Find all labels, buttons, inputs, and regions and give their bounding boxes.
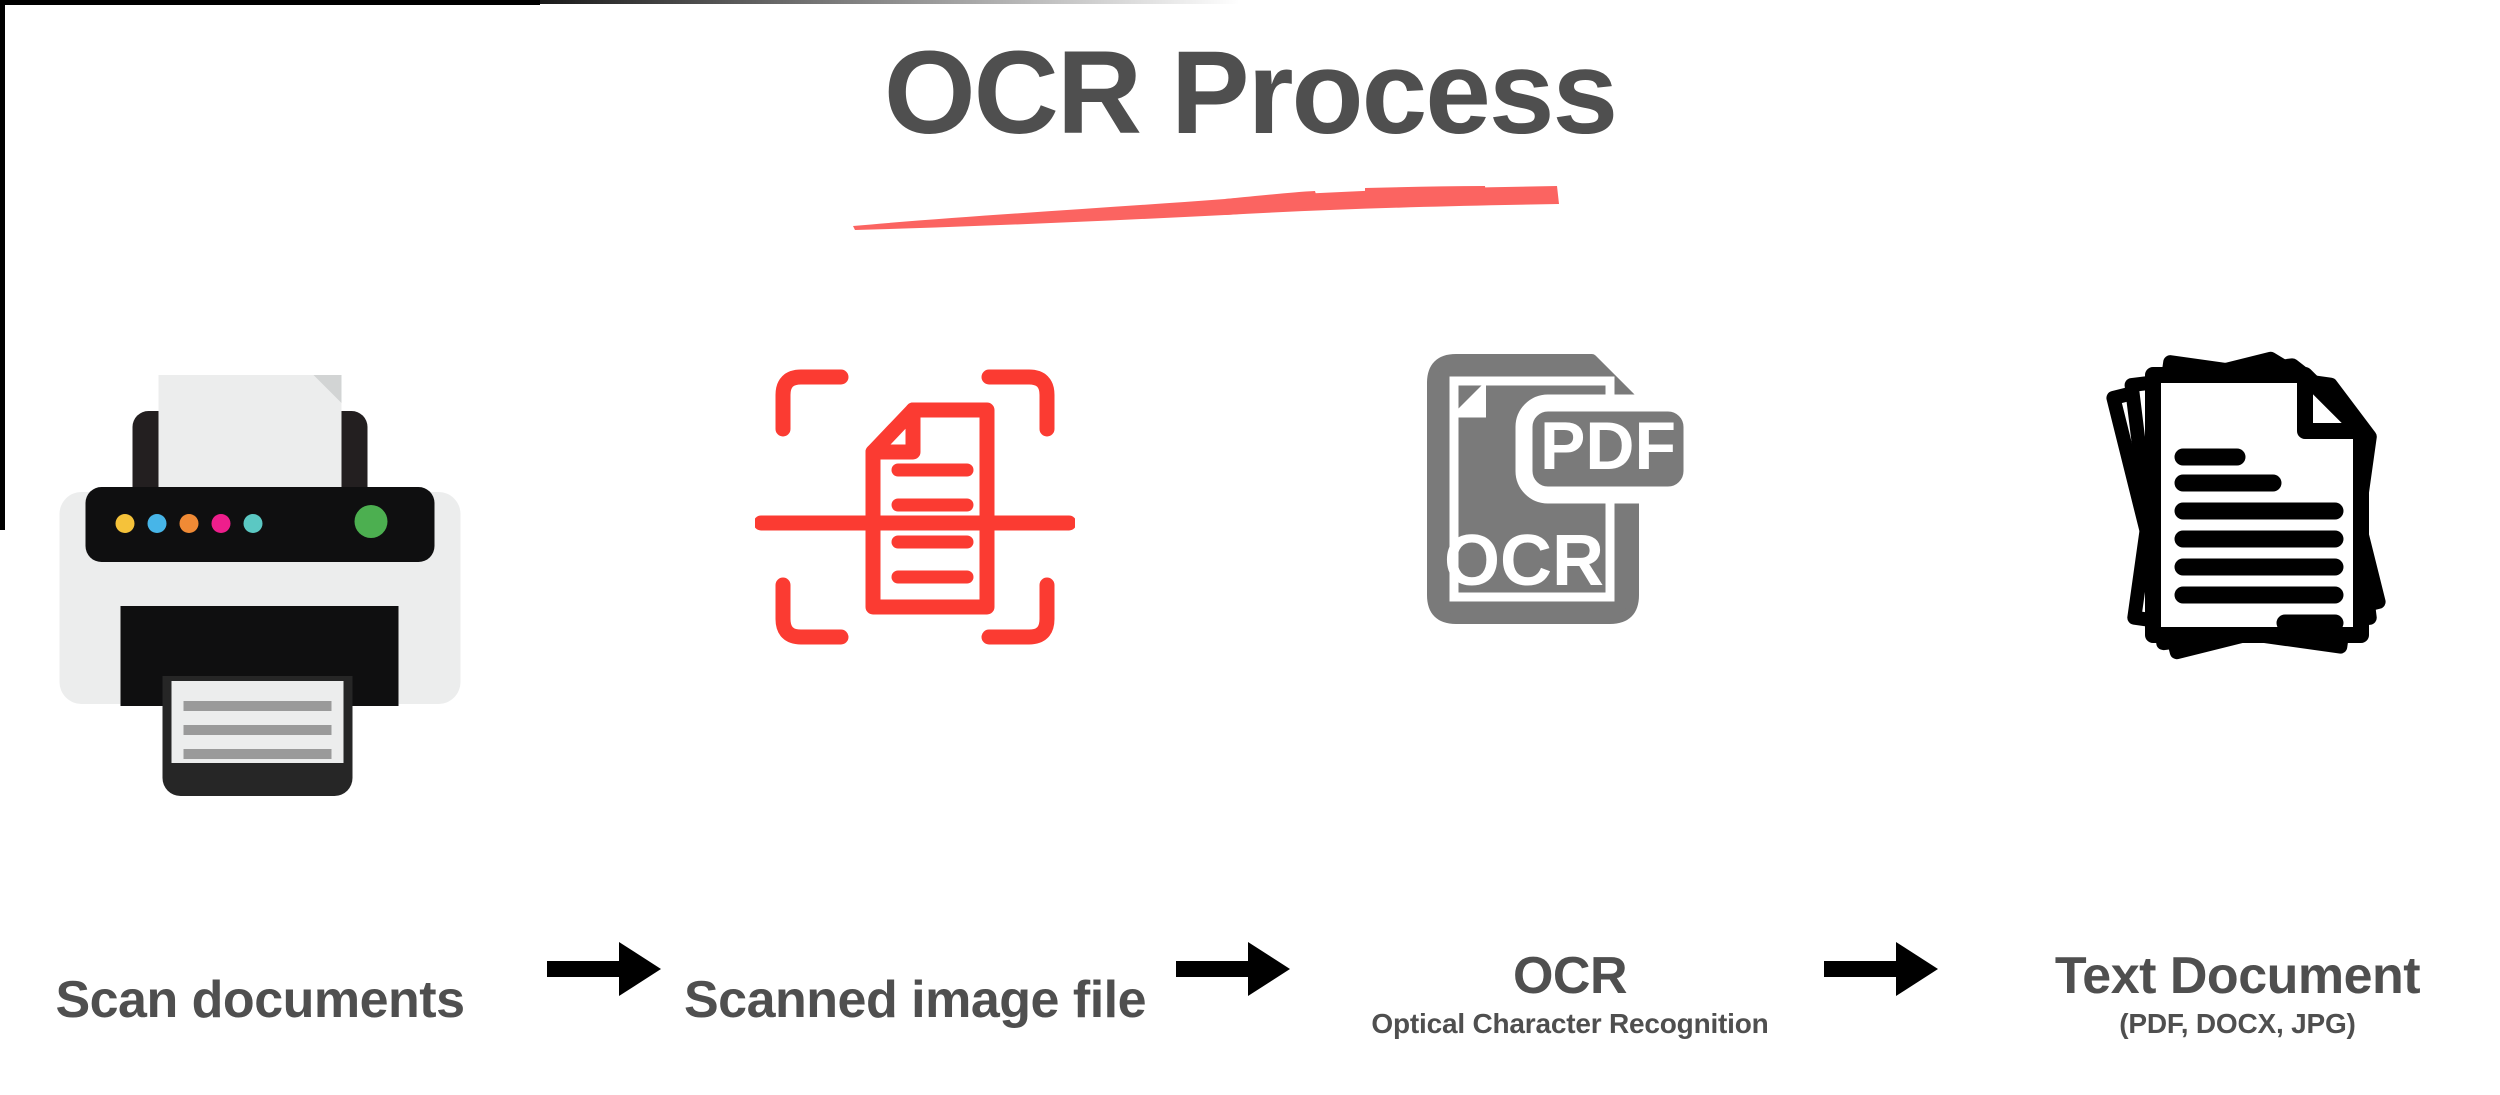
printer-power-led <box>354 505 388 538</box>
sublabel-text-document: (PDF, DOCX, JPG) <box>2119 1008 2356 1040</box>
sublabel-ocr: Optical Character Recognition <box>1371 1008 1769 1040</box>
printer-ink-dot-yellow <box>115 514 135 533</box>
label-scan-documents: Scan documents <box>55 971 465 1029</box>
process-flow: PDF OCR <box>0 351 2500 996</box>
label-block-scanned-image-file: Scanned image file <box>655 972 1175 1028</box>
title-underline-brush-icon <box>853 186 1559 230</box>
step-scan-documents <box>0 355 520 825</box>
step-ocr: PDF OCR <box>1310 354 1830 825</box>
arrow-2-icon <box>1176 942 1290 996</box>
printer-icon <box>58 375 463 800</box>
label-scanned-image-file: Scanned image file <box>683 971 1147 1029</box>
printer-output-paper-line <box>183 749 332 759</box>
pdf-ocr-file-icon: PDF OCR <box>1420 347 1720 642</box>
printer-output-paper-line <box>183 725 332 735</box>
label-ocr: OCR <box>1512 947 1628 1005</box>
label-block-ocr: OCR Optical Character Recognition <box>1310 948 1830 1040</box>
printer-ink-dot-blue <box>147 514 167 533</box>
printer-ink-dot-teal <box>243 514 263 533</box>
arrow-1-icon <box>547 942 661 996</box>
frame-edge-left <box>0 0 5 530</box>
label-block-text-document: Text Document (PDF, DOCX, JPG) <box>1975 948 2500 1040</box>
page-title: OCR Process <box>883 27 1618 159</box>
printer-ink-dot-orange <box>179 514 199 533</box>
pdf-badge <box>1515 394 1701 504</box>
printer-ink-dot-magenta <box>211 514 231 533</box>
ocr-file-label: OCR <box>1444 521 1604 601</box>
step-text-document <box>1975 351 2500 825</box>
step-labels: Scan documents Scanned image file OCR Op… <box>0 930 2500 1095</box>
label-block-scan-documents: Scan documents <box>0 972 520 1028</box>
document-stack-icon <box>2073 345 2403 670</box>
frame-edge-top <box>0 0 540 5</box>
step-scanned-image-file <box>655 355 1175 825</box>
label-text-document: Text Document <box>2054 947 2421 1005</box>
page-title-wrap: OCR Process <box>0 34 2500 152</box>
document-fold-corner <box>2296 375 2361 439</box>
document-scan-icon <box>753 357 1077 662</box>
frame-edge-top-fade <box>540 0 1240 4</box>
document-text-lines <box>2174 448 2343 632</box>
pdf-badge-label: PDF <box>1540 408 1676 484</box>
arrow-3-icon <box>1824 942 1938 996</box>
printer-output-paper-line <box>183 701 332 711</box>
